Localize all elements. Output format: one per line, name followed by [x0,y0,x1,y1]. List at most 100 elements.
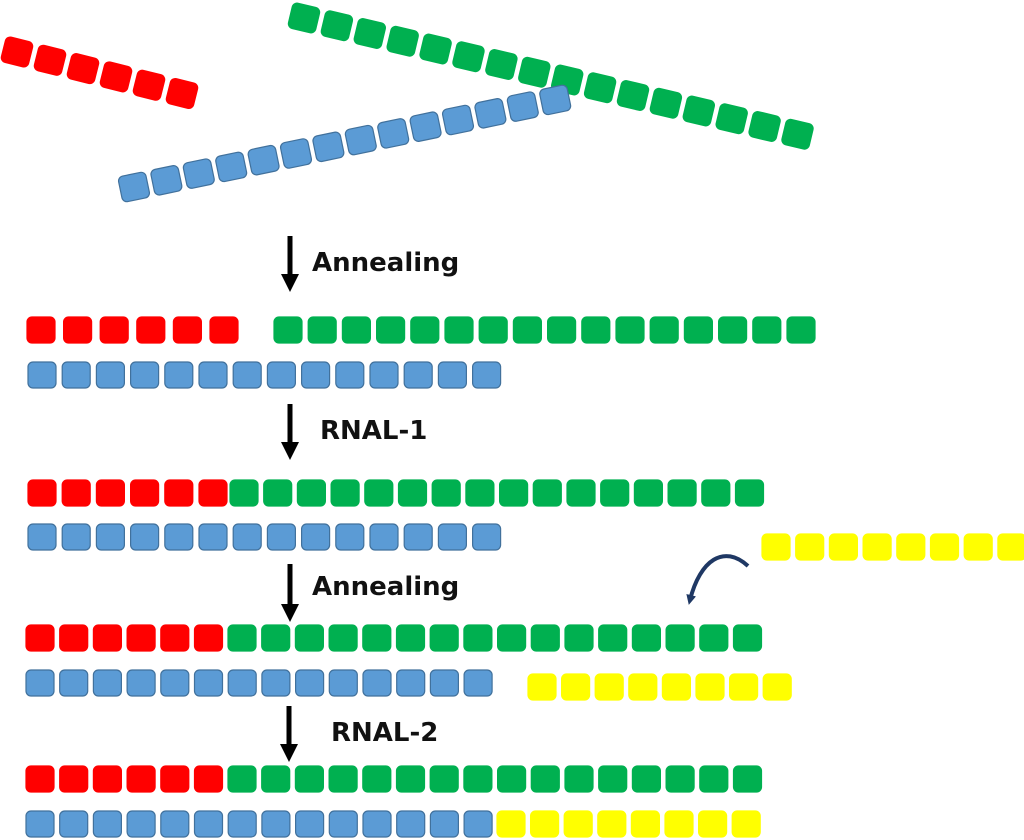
blue-segment [59,669,89,697]
blue-segment [335,523,365,551]
blue-segment [164,523,194,551]
red-segment [59,624,89,652]
green-segment [786,316,816,344]
green-segment [465,479,495,507]
strand-red-free [0,36,199,110]
blue-segment [61,361,91,389]
red-segment [27,479,57,507]
curved-arrow-icon [686,554,750,605]
blue-segment [25,669,55,697]
blue-segment [295,669,325,697]
strand-yellow-row3 [527,673,792,701]
green-segment [364,479,394,507]
strand-green-free [287,2,814,150]
green-segment [362,765,392,793]
blue-segment [117,171,151,203]
green-segment [429,765,459,793]
green-segment [397,479,428,507]
blue-segment [279,138,313,169]
blue-segment [463,810,493,838]
red-segment [25,624,55,652]
red-segment [198,479,228,507]
green-segment [227,624,257,652]
green-segment [294,765,324,793]
green-segment [532,479,562,507]
green-segment [376,316,406,344]
step-label-annealing-2: Annealing [312,572,460,602]
yellow-segment [862,533,892,561]
red-segment [99,316,129,344]
green-segment [581,316,611,344]
strand-green-row1 [273,316,816,344]
blue-segment [198,361,228,389]
green-segment [485,49,518,80]
strand-green-row4 [227,765,763,793]
blue-segment [396,669,426,697]
blue-segment [328,669,358,697]
strand-blue-row1 [27,361,502,389]
red-segment [126,624,156,652]
green-segment [530,624,560,652]
blue-segment [193,669,224,697]
blue-segment [301,523,331,551]
red-segment [92,765,123,793]
blue-segment [301,361,331,389]
red-segment [165,77,199,110]
red-segment [193,765,224,793]
down-arrow-icon [281,236,299,292]
green-segment [564,765,594,793]
green-segment [665,624,695,652]
yellow-segment [560,673,591,701]
green-segment [583,72,617,104]
green-segment [320,10,354,42]
down-arrow-icon [281,564,299,622]
blue-segment [266,523,296,551]
green-segment [512,316,543,344]
green-segment [463,765,493,793]
green-segment [615,316,645,344]
blue-segment [396,810,426,838]
green-segment [598,624,628,652]
yellow-segment [697,810,728,838]
blue-segment [160,810,190,838]
green-segment [564,624,594,652]
green-segment [667,479,697,507]
strand-blue-row4 [25,810,493,838]
green-segment [227,765,257,793]
green-segment [328,765,358,793]
green-segment [353,18,386,49]
blue-segment [362,810,392,838]
green-segment [631,624,662,652]
blue-segment [437,361,467,389]
green-segment [665,765,695,793]
step-label-rnal-2: RNAL-2 [331,718,439,748]
green-segment [429,624,459,652]
strand-blue-row2 [27,523,502,551]
yellow-segment [728,673,759,701]
green-segment [444,316,474,344]
strand-yellow-free [761,533,1024,561]
red-segment [61,479,91,507]
green-segment [649,87,683,119]
green-segment [734,479,765,507]
red-segment [0,36,34,68]
blue-segment [474,98,507,129]
green-segment [748,111,781,142]
blue-segment [472,361,502,389]
yellow-segment [664,810,694,838]
blue-segment [27,361,57,389]
step-label-annealing-1: Annealing [312,248,460,278]
yellow-segment [963,533,993,561]
green-segment [781,118,814,150]
blue-segment [409,111,442,142]
blue-segment [362,669,392,697]
blue-segment [377,118,410,149]
green-segment [546,316,577,344]
green-segment [431,479,461,507]
green-segment [598,765,628,793]
blue-segment [126,810,156,838]
step-label-rnal-1: RNAL-1 [320,416,428,446]
green-segment [566,479,596,507]
blue-segment [335,361,365,389]
